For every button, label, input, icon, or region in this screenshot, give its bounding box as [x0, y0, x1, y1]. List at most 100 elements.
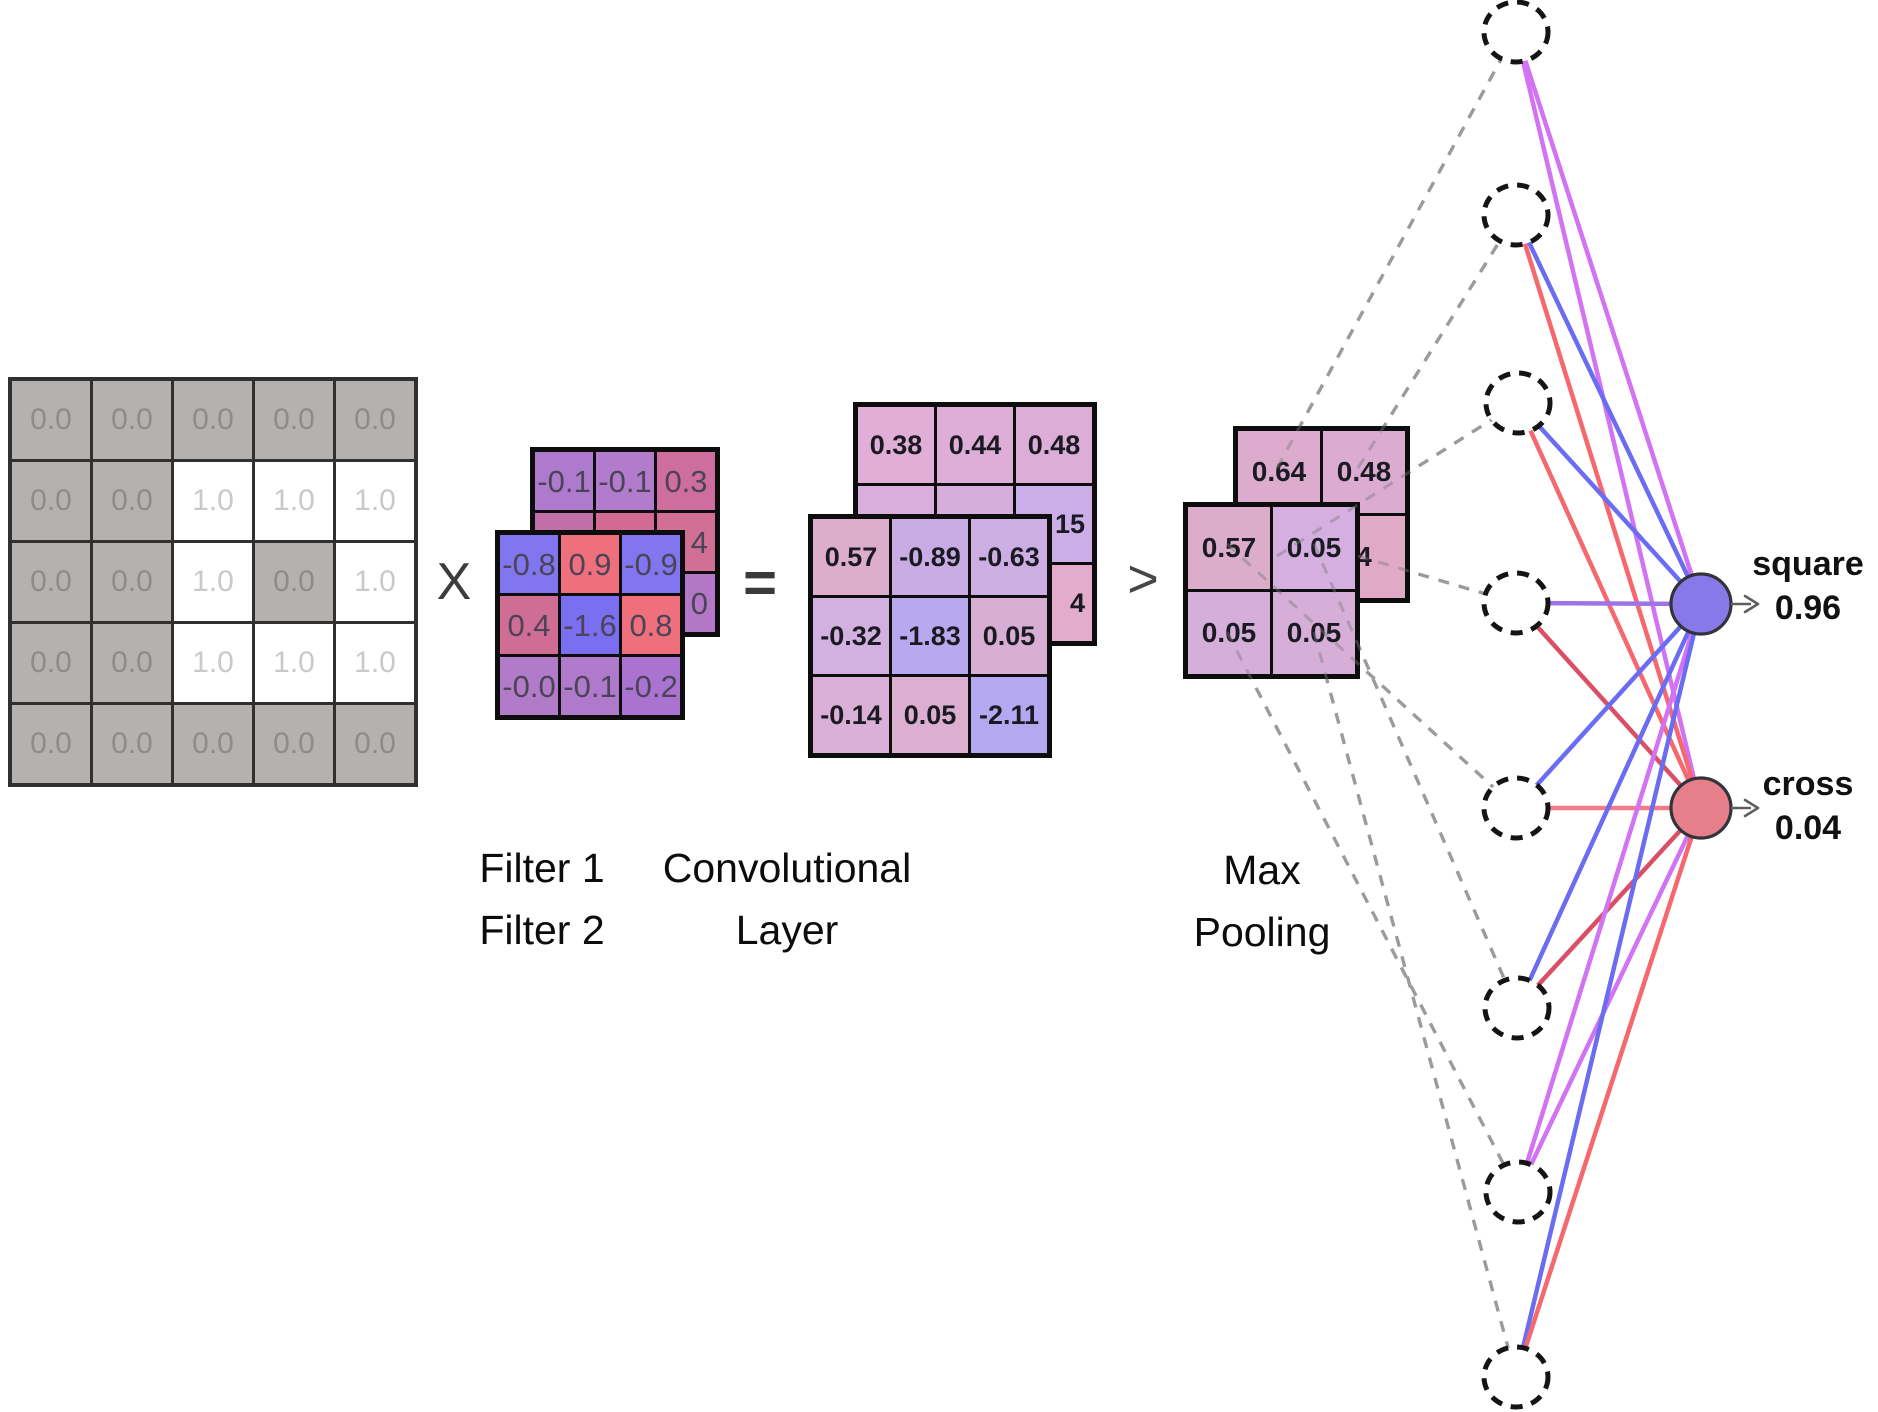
grid-cell: -0.0	[500, 657, 558, 715]
cross-class-name: cross	[1762, 765, 1854, 803]
edge-hidden6-to-cross	[1514, 805, 1704, 1011]
grid-cell: 0.05	[971, 598, 1047, 674]
grid-cell: -1.83	[892, 598, 968, 674]
square-probability: 0.96	[1774, 589, 1842, 627]
filters-label: Filter 1 Filter 2	[392, 837, 692, 961]
hidden-node-2	[1481, 182, 1551, 248]
grid-cell: -0.1	[561, 657, 619, 715]
grid-cell: -0.1	[535, 452, 593, 510]
grid-cell: 0.0	[93, 462, 171, 540]
grid-cell: 0.57	[1188, 507, 1270, 589]
cross-output-label: cross 0.04	[1736, 762, 1878, 850]
hidden-node-1	[1481, 0, 1551, 65]
grid-cell: 0.57	[813, 519, 889, 595]
grid-cell: -0.2	[622, 657, 680, 715]
grid-cell: 0.64	[1238, 431, 1320, 513]
grid-cell: -0.63	[971, 519, 1047, 595]
greater-than-operator: >	[1127, 549, 1159, 609]
hidden-node-5	[1481, 775, 1551, 841]
grid-cell: 0.0	[255, 381, 333, 459]
grid-cell: 0.0	[255, 705, 333, 783]
pool-label-line1: Max	[1223, 847, 1301, 893]
hidden-node-8	[1481, 1344, 1551, 1410]
edge-hidden8-to-cross	[1513, 805, 1704, 1380]
edge-hidden5-to-square	[1513, 601, 1704, 811]
grid-cell: 0.0	[12, 381, 90, 459]
square-output-label: square 0.96	[1736, 542, 1878, 630]
grid-cell: -0.32	[813, 598, 889, 674]
pool-to-hidden-link	[1225, 631, 1520, 1193]
grid-cell: -2.11	[971, 677, 1047, 753]
output-node-square	[1669, 572, 1733, 636]
grid-cell: -0.8	[500, 535, 558, 593]
grid-cell: 0.0	[255, 543, 333, 621]
grid-cell: 0.05	[1188, 592, 1270, 674]
grid-cell: 0.0	[12, 705, 90, 783]
grid-cell: 0.0	[174, 381, 252, 459]
grid-cell: 0.05	[1273, 592, 1355, 674]
grid-cell: 0.48	[1323, 431, 1405, 513]
edge-hidden6-to-square	[1514, 601, 1704, 1011]
grid-cell: -0.14	[813, 677, 889, 753]
grid-cell: 0.0	[93, 624, 171, 702]
edge-hidden7-to-cross	[1515, 805, 1704, 1195]
grid-cell: 1.0	[174, 462, 252, 540]
grid-cell: 0.0	[174, 705, 252, 783]
grid-cell: 1.0	[255, 624, 333, 702]
grid-cell: -0.1	[596, 452, 654, 510]
edge-hidden7-to-square	[1515, 601, 1704, 1195]
edge-hidden8-to-square	[1513, 601, 1704, 1380]
filter2-label-line: Filter 2	[479, 907, 605, 953]
grid-cell: 0.0	[93, 543, 171, 621]
grid-cell: 1.0	[336, 543, 414, 621]
edge-hidden1-to-cross	[1513, 29, 1704, 811]
grid-cell: 0.0	[336, 381, 414, 459]
output-arrow-head	[1743, 798, 1760, 818]
grid-cell: 1.0	[255, 462, 333, 540]
grid-cell: 0.0	[12, 624, 90, 702]
edge-hidden1-to-square	[1513, 29, 1704, 607]
grid-cell: 0.05	[892, 677, 968, 753]
output-node-cross	[1669, 776, 1733, 840]
cross-probability: 0.04	[1774, 809, 1842, 847]
hidden-node-6	[1482, 975, 1552, 1041]
grid-cell: -0.9	[622, 535, 680, 593]
square-class-name: square	[1752, 545, 1864, 583]
pool-to-hidden-link	[1312, 631, 1518, 1378]
grid-cell: 0.9	[561, 535, 619, 593]
pool-to-hidden-link	[1356, 214, 1518, 469]
grid-cell: 1.0	[336, 624, 414, 702]
edge-hidden2-to-square	[1513, 212, 1704, 607]
grid-cell: 1.0	[336, 462, 414, 540]
output-arrow-head	[1743, 594, 1760, 614]
grid-cell: 0.0	[336, 705, 414, 783]
grid-cell: 0.4	[500, 596, 558, 654]
conv-label-line1: Convolutional	[662, 845, 912, 891]
multiply-operator: X	[436, 553, 472, 611]
grid-cell: -1.6	[561, 596, 619, 654]
conv-label-line2: Layer	[735, 907, 839, 953]
grid-cell: 1.0	[174, 543, 252, 621]
grid-cell: 0.0	[93, 705, 171, 783]
pool-to-hidden-link	[1275, 31, 1518, 469]
grid-cell: 0.0	[93, 381, 171, 459]
pool-label-line2: Pooling	[1193, 909, 1331, 955]
grid-cell: 1.0	[174, 624, 252, 702]
grid-cell: 0.0	[12, 543, 90, 621]
grid-cell: -0.89	[892, 519, 968, 595]
filter1-label-line: Filter 1	[479, 845, 605, 891]
grid-cell: 0.05	[1273, 507, 1355, 589]
grid-cell: 0.8	[622, 596, 680, 654]
grid-cell: 0.0	[12, 462, 90, 540]
grid-cell: 0.44	[937, 407, 1013, 483]
max-pooling-label: Max Pooling	[1112, 839, 1412, 963]
grid-cell: 0.38	[858, 407, 934, 483]
edge-hidden3-to-square	[1515, 400, 1704, 607]
hidden-node-4	[1481, 570, 1551, 636]
